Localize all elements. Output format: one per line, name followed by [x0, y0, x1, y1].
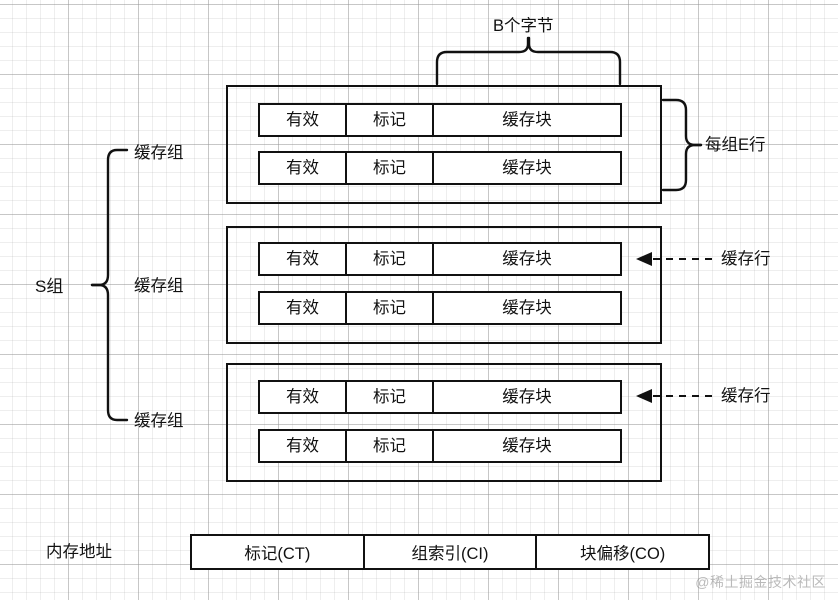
- tag-cell: 标记: [347, 244, 434, 274]
- address-field-block-offset: 块偏移(CO): [535, 536, 708, 568]
- valid-bit-cell: 有效: [260, 382, 347, 412]
- valid-bit-cell: 有效: [260, 244, 347, 274]
- cache-set-box-3: [226, 363, 662, 482]
- cache-block-cell: 缓存块: [502, 158, 552, 177]
- cache-set-label-1: 缓存组: [134, 144, 184, 162]
- cache-line-1-1[interactable]: 有效 标记 缓存块: [258, 103, 622, 137]
- cache-line-3-1[interactable]: 有效 标记 缓存块: [258, 380, 622, 414]
- cache-line-2-2[interactable]: 有效 标记 缓存块: [258, 291, 622, 325]
- cache-line-callout-2: 缓存行: [721, 250, 771, 268]
- block-size-brace: [435, 36, 622, 86]
- block-size-label: B个字节: [493, 17, 554, 35]
- valid-bit-cell: 有效: [260, 105, 347, 135]
- lines-per-set-brace: [661, 98, 703, 192]
- memory-address-bar[interactable]: 标记(CT) 组索引(CI) 块偏移(CO): [190, 534, 710, 570]
- tag-cell: 标记: [347, 382, 434, 412]
- valid-bit-cell: 有效: [260, 431, 347, 461]
- valid-bit-cell: 有效: [260, 153, 347, 183]
- lines-per-set-label: 每组E行: [705, 136, 766, 154]
- cache-block-cell: 缓存块: [502, 249, 552, 268]
- tag-cell: 标记: [347, 153, 434, 183]
- sets-total-brace: [90, 148, 129, 422]
- cache-set-label-2: 缓存组: [134, 277, 184, 295]
- tag-cell: 标记: [347, 431, 434, 461]
- tag-cell: 标记: [347, 105, 434, 135]
- memory-address-label: 内存地址: [46, 543, 112, 561]
- address-field-set-index: 组索引(CI): [362, 536, 536, 568]
- cache-set-box-1: [226, 85, 662, 204]
- cache-block-cell: 缓存块: [502, 110, 552, 129]
- cache-set-box-2: [226, 226, 662, 344]
- cache-block-cell: 缓存块: [502, 436, 552, 455]
- cache-set-label-3: 缓存组: [134, 412, 184, 430]
- tag-cell: 标记: [347, 293, 434, 323]
- watermark: @稀土掘金技术社区: [695, 574, 826, 590]
- cache-block-cell: 缓存块: [502, 387, 552, 406]
- cache-line-1-2[interactable]: 有效 标记 缓存块: [258, 151, 622, 185]
- sets-total-label: S组: [35, 277, 64, 296]
- cache-line-2-1[interactable]: 有效 标记 缓存块: [258, 242, 622, 276]
- cache-line-callout-3: 缓存行: [721, 387, 771, 405]
- address-field-tag: 标记(CT): [244, 545, 311, 563]
- valid-bit-cell: 有效: [260, 293, 347, 323]
- cache-block-cell: 缓存块: [502, 298, 552, 317]
- cache-line-3-2[interactable]: 有效 标记 缓存块: [258, 429, 622, 463]
